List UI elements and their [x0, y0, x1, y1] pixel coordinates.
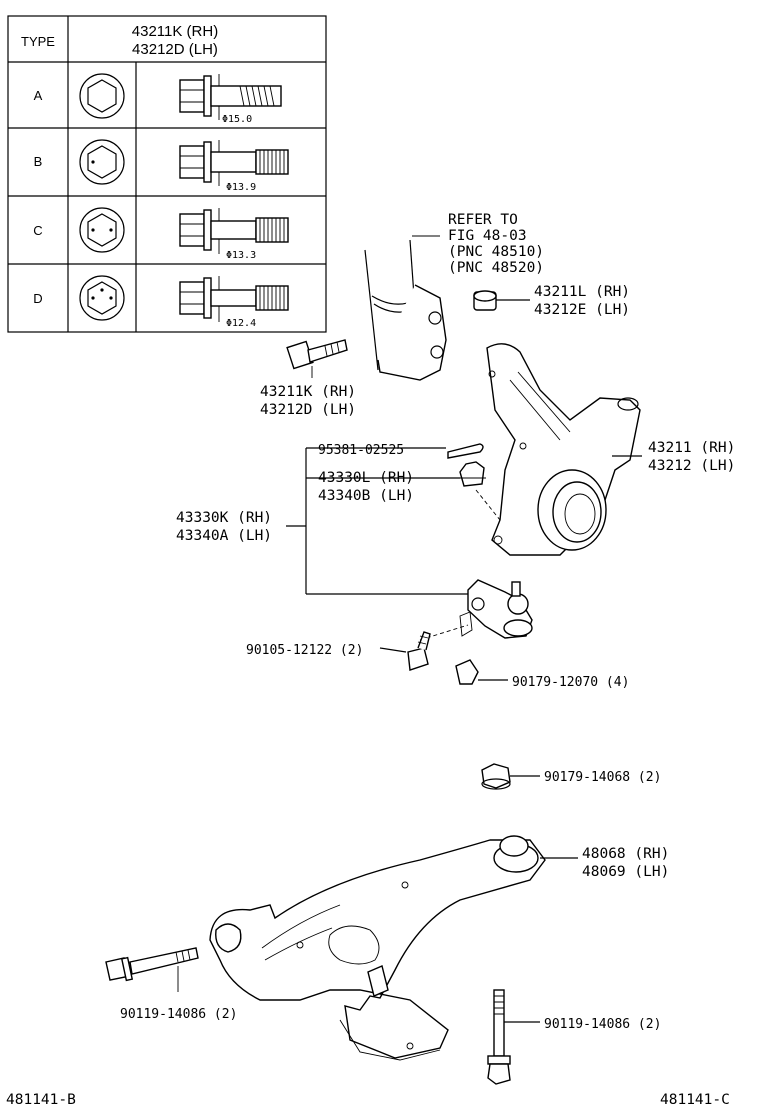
row-c-diameter: Φ13.3 — [226, 250, 256, 261]
bolt-head-d-icon — [79, 275, 125, 321]
row-b-diameter: Φ13.9 — [226, 182, 256, 193]
nut-90179-12070-label: 90179-12070 (4) — [512, 675, 629, 690]
row-a-type: A — [34, 88, 43, 103]
arm-label-rh: 48068 (RH) — [582, 846, 669, 862]
nut-label-lh: 43212E (LH) — [534, 302, 630, 318]
refer-line-1: REFER TO — [448, 212, 518, 228]
cotter-pin-label: 95381-02525 — [318, 443, 404, 458]
knuckle-label-lh: 43212 (LH) — [648, 458, 735, 474]
steering-knuckle-icon — [486, 343, 641, 556]
row-d-type: D — [33, 291, 42, 306]
rear-bolt-icon — [487, 989, 540, 1085]
table-header-part-rh: 43211K (RH) — [132, 23, 218, 40]
reference-code-left: 481141-B — [6, 1092, 76, 1108]
front-bolt-label: 90119-14086 (2) — [120, 1007, 237, 1022]
leader-lines — [286, 447, 642, 859]
bolt-head-a-icon — [79, 73, 125, 119]
balljoint-nut-label-lh: 43340B (LH) — [318, 488, 414, 504]
refer-line-2: FIG 48-03 — [448, 228, 527, 244]
type-table: TYPE 43211K (RH) 43212D (LH) A B C D — [7, 15, 327, 333]
refer-line-3: (PNC 48510) — [448, 244, 544, 260]
strut-icon — [364, 235, 447, 381]
flange-nut-icon — [473, 290, 530, 311]
table-header-type: TYPE — [21, 34, 55, 49]
large-nut-icon — [481, 763, 511, 790]
side-bolt-c-icon — [179, 208, 289, 254]
balljoint-label-lh: 43340A (LH) — [176, 528, 272, 544]
rear-bolt-label: 90119-14086 (2) — [544, 1017, 661, 1032]
balljoint-nut-label-rh: 43330L (RH) — [318, 470, 414, 486]
arm-label-lh: 48069 (LH) — [582, 864, 669, 880]
row-d-diameter: Φ12.4 — [226, 318, 256, 329]
lower-control-arm-icon — [209, 835, 546, 1061]
nut-90179-14068-label: 90179-14068 (2) — [544, 770, 661, 785]
side-bolt-d-icon — [179, 276, 289, 322]
row-c-type: C — [33, 223, 42, 238]
bolt-label-rh: 43211K (RH) — [260, 384, 356, 400]
side-bolt-b-icon — [179, 140, 289, 186]
bolt-90105-label: 90105-12122 (2) — [246, 643, 363, 658]
nut-label-rh: 43211L (RH) — [534, 284, 630, 300]
reference-code-right: 481141-C — [660, 1092, 730, 1108]
cotter-pin-icon — [447, 443, 484, 459]
row-b-type: B — [34, 154, 43, 169]
refer-line-4: (PNC 48520) — [448, 260, 544, 276]
table-header-part-lh: 43212D (LH) — [132, 41, 218, 58]
hub-bolt-icon — [286, 339, 348, 378]
bolt-head-b-icon — [79, 139, 125, 185]
bolt-label-lh: 43212D (LH) — [260, 402, 356, 418]
hex-nut-icon — [455, 659, 508, 685]
small-bolt-icon — [407, 631, 431, 671]
bolt-head-c-icon — [79, 207, 125, 253]
ball-joint-icon — [419, 579, 533, 641]
castle-nut-icon — [458, 461, 501, 521]
front-bolt-icon — [105, 947, 199, 992]
balljoint-label-rh: 43330K (RH) — [176, 510, 272, 526]
table-border — [7, 15, 327, 333]
knuckle-label-rh: 43211 (RH) — [648, 440, 735, 456]
row-a-diameter: Φ15.0 — [222, 114, 252, 125]
side-bolt-a-icon — [179, 74, 282, 120]
